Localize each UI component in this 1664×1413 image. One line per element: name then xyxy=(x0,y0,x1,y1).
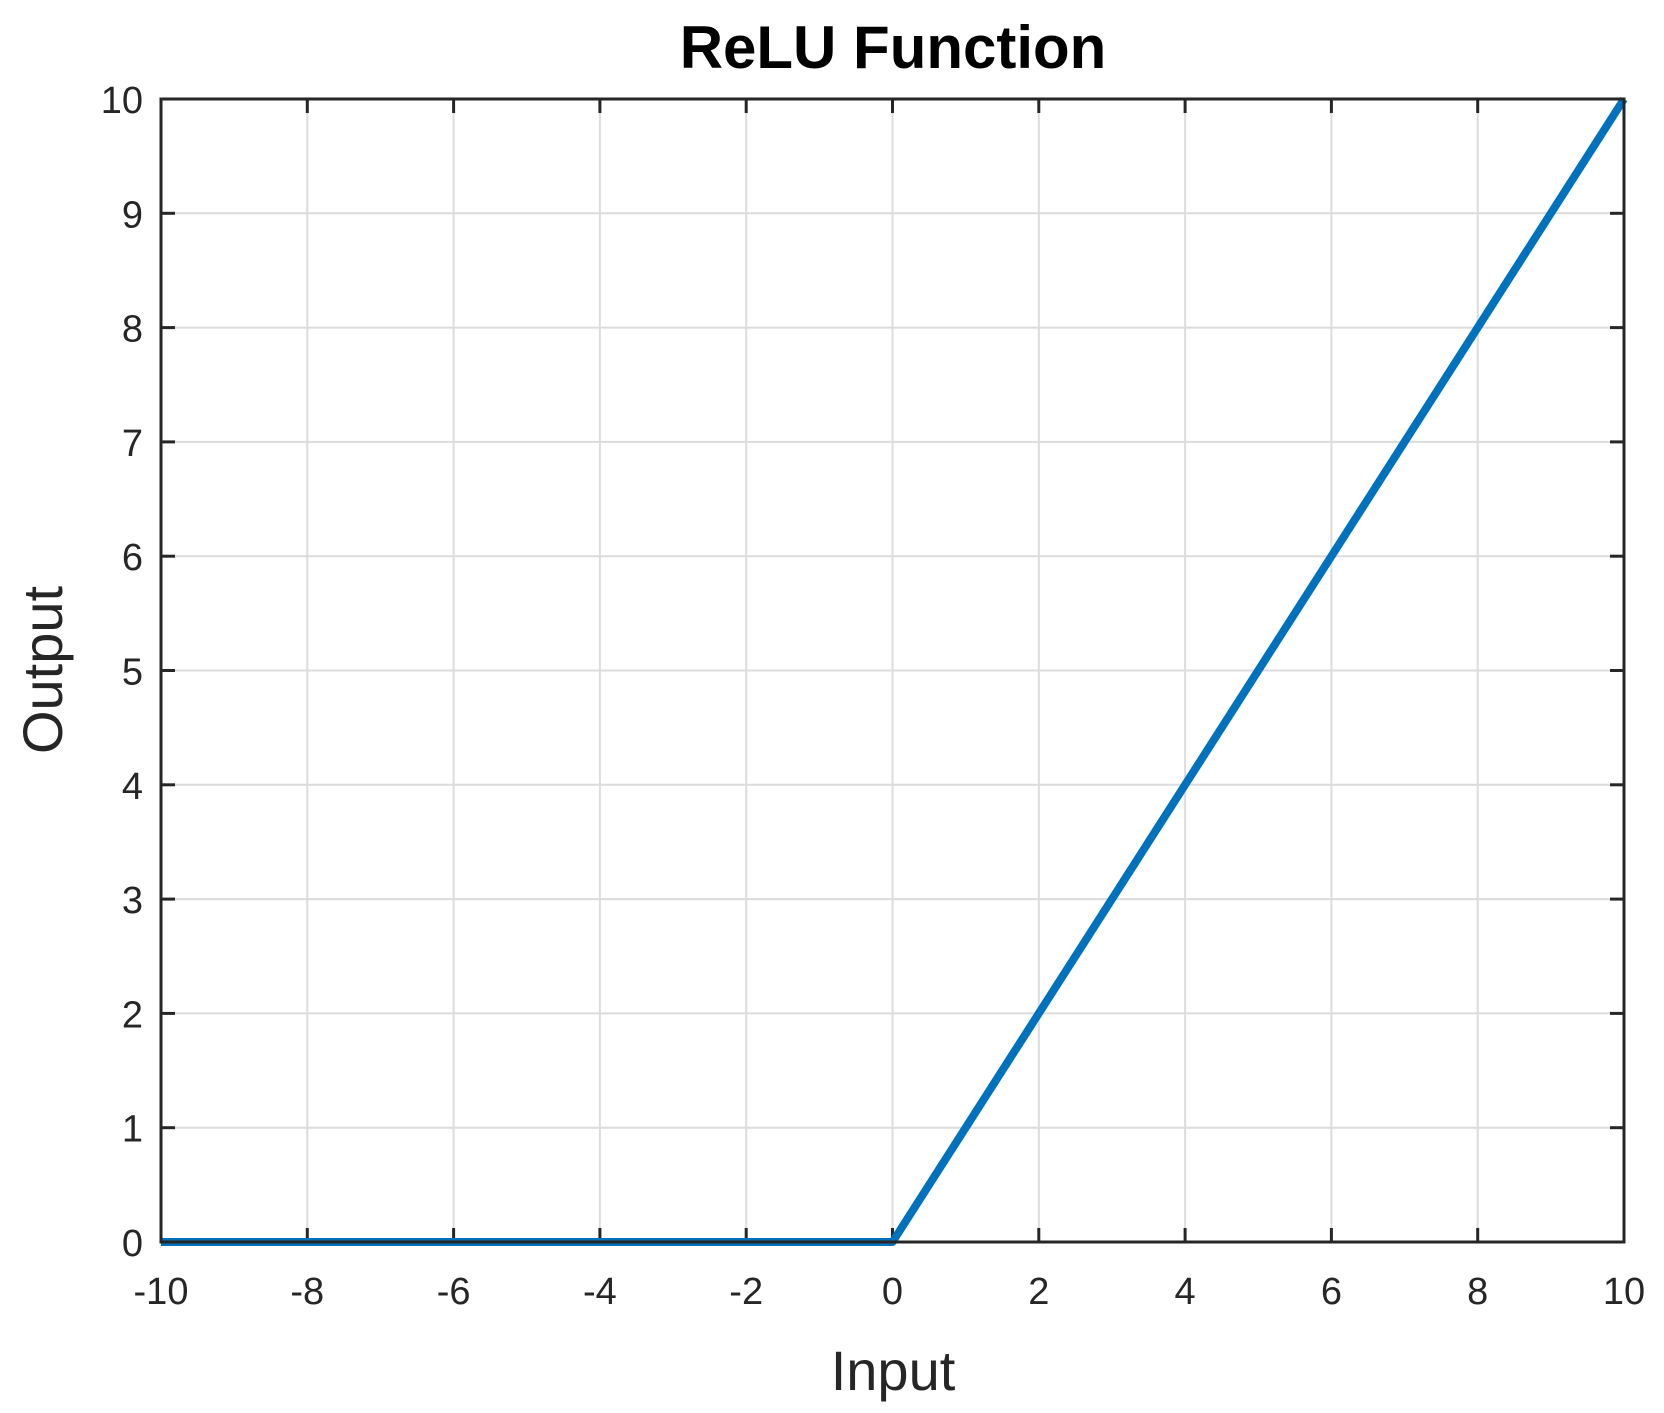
y-tick-label: 1 xyxy=(122,1109,143,1151)
y-tick-label: 2 xyxy=(122,994,143,1036)
y-tick-label: 9 xyxy=(122,194,143,236)
x-tick-label: -10 xyxy=(134,1271,189,1313)
x-axis-label: Input xyxy=(831,1339,956,1402)
x-tick-label: -6 xyxy=(437,1271,471,1313)
x-tick-label: -4 xyxy=(583,1271,617,1313)
x-tick-label: 0 xyxy=(882,1271,903,1313)
y-tick-label: 4 xyxy=(122,766,143,808)
x-tick-label: 4 xyxy=(1175,1271,1196,1313)
grid xyxy=(160,98,1625,1243)
plot-frame xyxy=(159,97,1626,1244)
y-tick-label: 6 xyxy=(122,537,143,579)
y-tick-label: 3 xyxy=(122,880,143,922)
y-tick-label: 8 xyxy=(122,309,143,351)
y-tick-label: 7 xyxy=(122,423,143,465)
x-tick-label: -2 xyxy=(729,1271,763,1313)
x-tick-label: 2 xyxy=(1028,1271,1049,1313)
x-tick-label: 10 xyxy=(1603,1271,1645,1313)
y-tick-label: 5 xyxy=(122,652,143,694)
x-tick-label: -8 xyxy=(290,1271,324,1313)
y-tick-label: 10 xyxy=(101,80,143,122)
chart-title: ReLU Function xyxy=(680,14,1107,81)
y-tick-label: 0 xyxy=(122,1223,143,1265)
y-axis-label: Output xyxy=(11,586,74,755)
x-tick-label: 8 xyxy=(1467,1271,1488,1313)
x-tick-label: 6 xyxy=(1321,1271,1342,1313)
